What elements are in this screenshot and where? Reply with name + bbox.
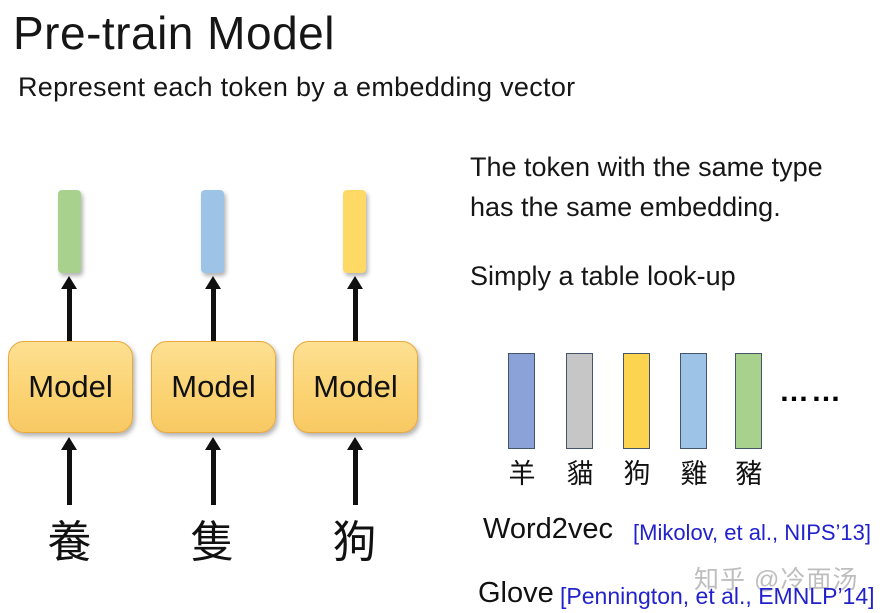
lookup-vector bbox=[566, 353, 593, 449]
annotation-lookup: Simply a table look-up bbox=[470, 261, 736, 291]
arrow-up-icon bbox=[347, 276, 363, 341]
lookup-vector bbox=[623, 353, 650, 449]
input-token: 養 bbox=[47, 518, 92, 567]
reference-citation-word2vec: [Mikolov, et al., NIPS’13] bbox=[633, 520, 872, 545]
lookup-token: 豬 bbox=[735, 459, 763, 489]
model-box-label: Model bbox=[28, 369, 113, 404]
arrow-up-icon bbox=[61, 437, 77, 505]
annotation-line-2: has the same embedding. bbox=[470, 192, 781, 222]
input-token: 狗 bbox=[332, 518, 377, 567]
annotation-text: The token with the same type has the sam… bbox=[470, 147, 823, 227]
arrow-up-icon bbox=[347, 437, 363, 505]
model-box: Model bbox=[293, 341, 418, 433]
lookup-vector bbox=[735, 353, 762, 449]
model-box-label: Model bbox=[313, 369, 398, 404]
watermark: 知乎 @冷面汤 bbox=[694, 566, 859, 594]
embedding-vector-green bbox=[58, 190, 81, 273]
lookup-vector bbox=[680, 353, 707, 449]
input-token: 隻 bbox=[190, 518, 235, 567]
embedding-vector-yellow bbox=[343, 190, 366, 273]
arrow-up-icon bbox=[205, 437, 221, 505]
page-title: Pre-train Model bbox=[13, 7, 335, 59]
model-box-label: Model bbox=[171, 369, 256, 404]
reference-citation-glove: [Pennington, et al., EMNLP’14] bbox=[560, 583, 875, 609]
arrow-up-icon bbox=[205, 276, 221, 341]
ellipsis-dots: …… bbox=[779, 375, 843, 408]
reference-method-word2vec: Word2vec bbox=[483, 513, 614, 545]
model-box: Model bbox=[8, 341, 133, 433]
lookup-token: 雞 bbox=[680, 459, 708, 489]
reference-method-glove: Glove bbox=[478, 577, 554, 609]
lookup-token: 狗 bbox=[623, 459, 651, 489]
lookup-vector bbox=[508, 353, 535, 449]
arrow-up-icon bbox=[61, 276, 77, 341]
page-subtitle: Represent each token by a embedding vect… bbox=[18, 72, 576, 102]
lookup-token: 貓 bbox=[566, 459, 594, 489]
embedding-vector-blue bbox=[201, 190, 224, 273]
annotation-line-1: The token with the same type bbox=[470, 152, 823, 182]
model-box: Model bbox=[151, 341, 276, 433]
lookup-token: 羊 bbox=[508, 459, 536, 489]
